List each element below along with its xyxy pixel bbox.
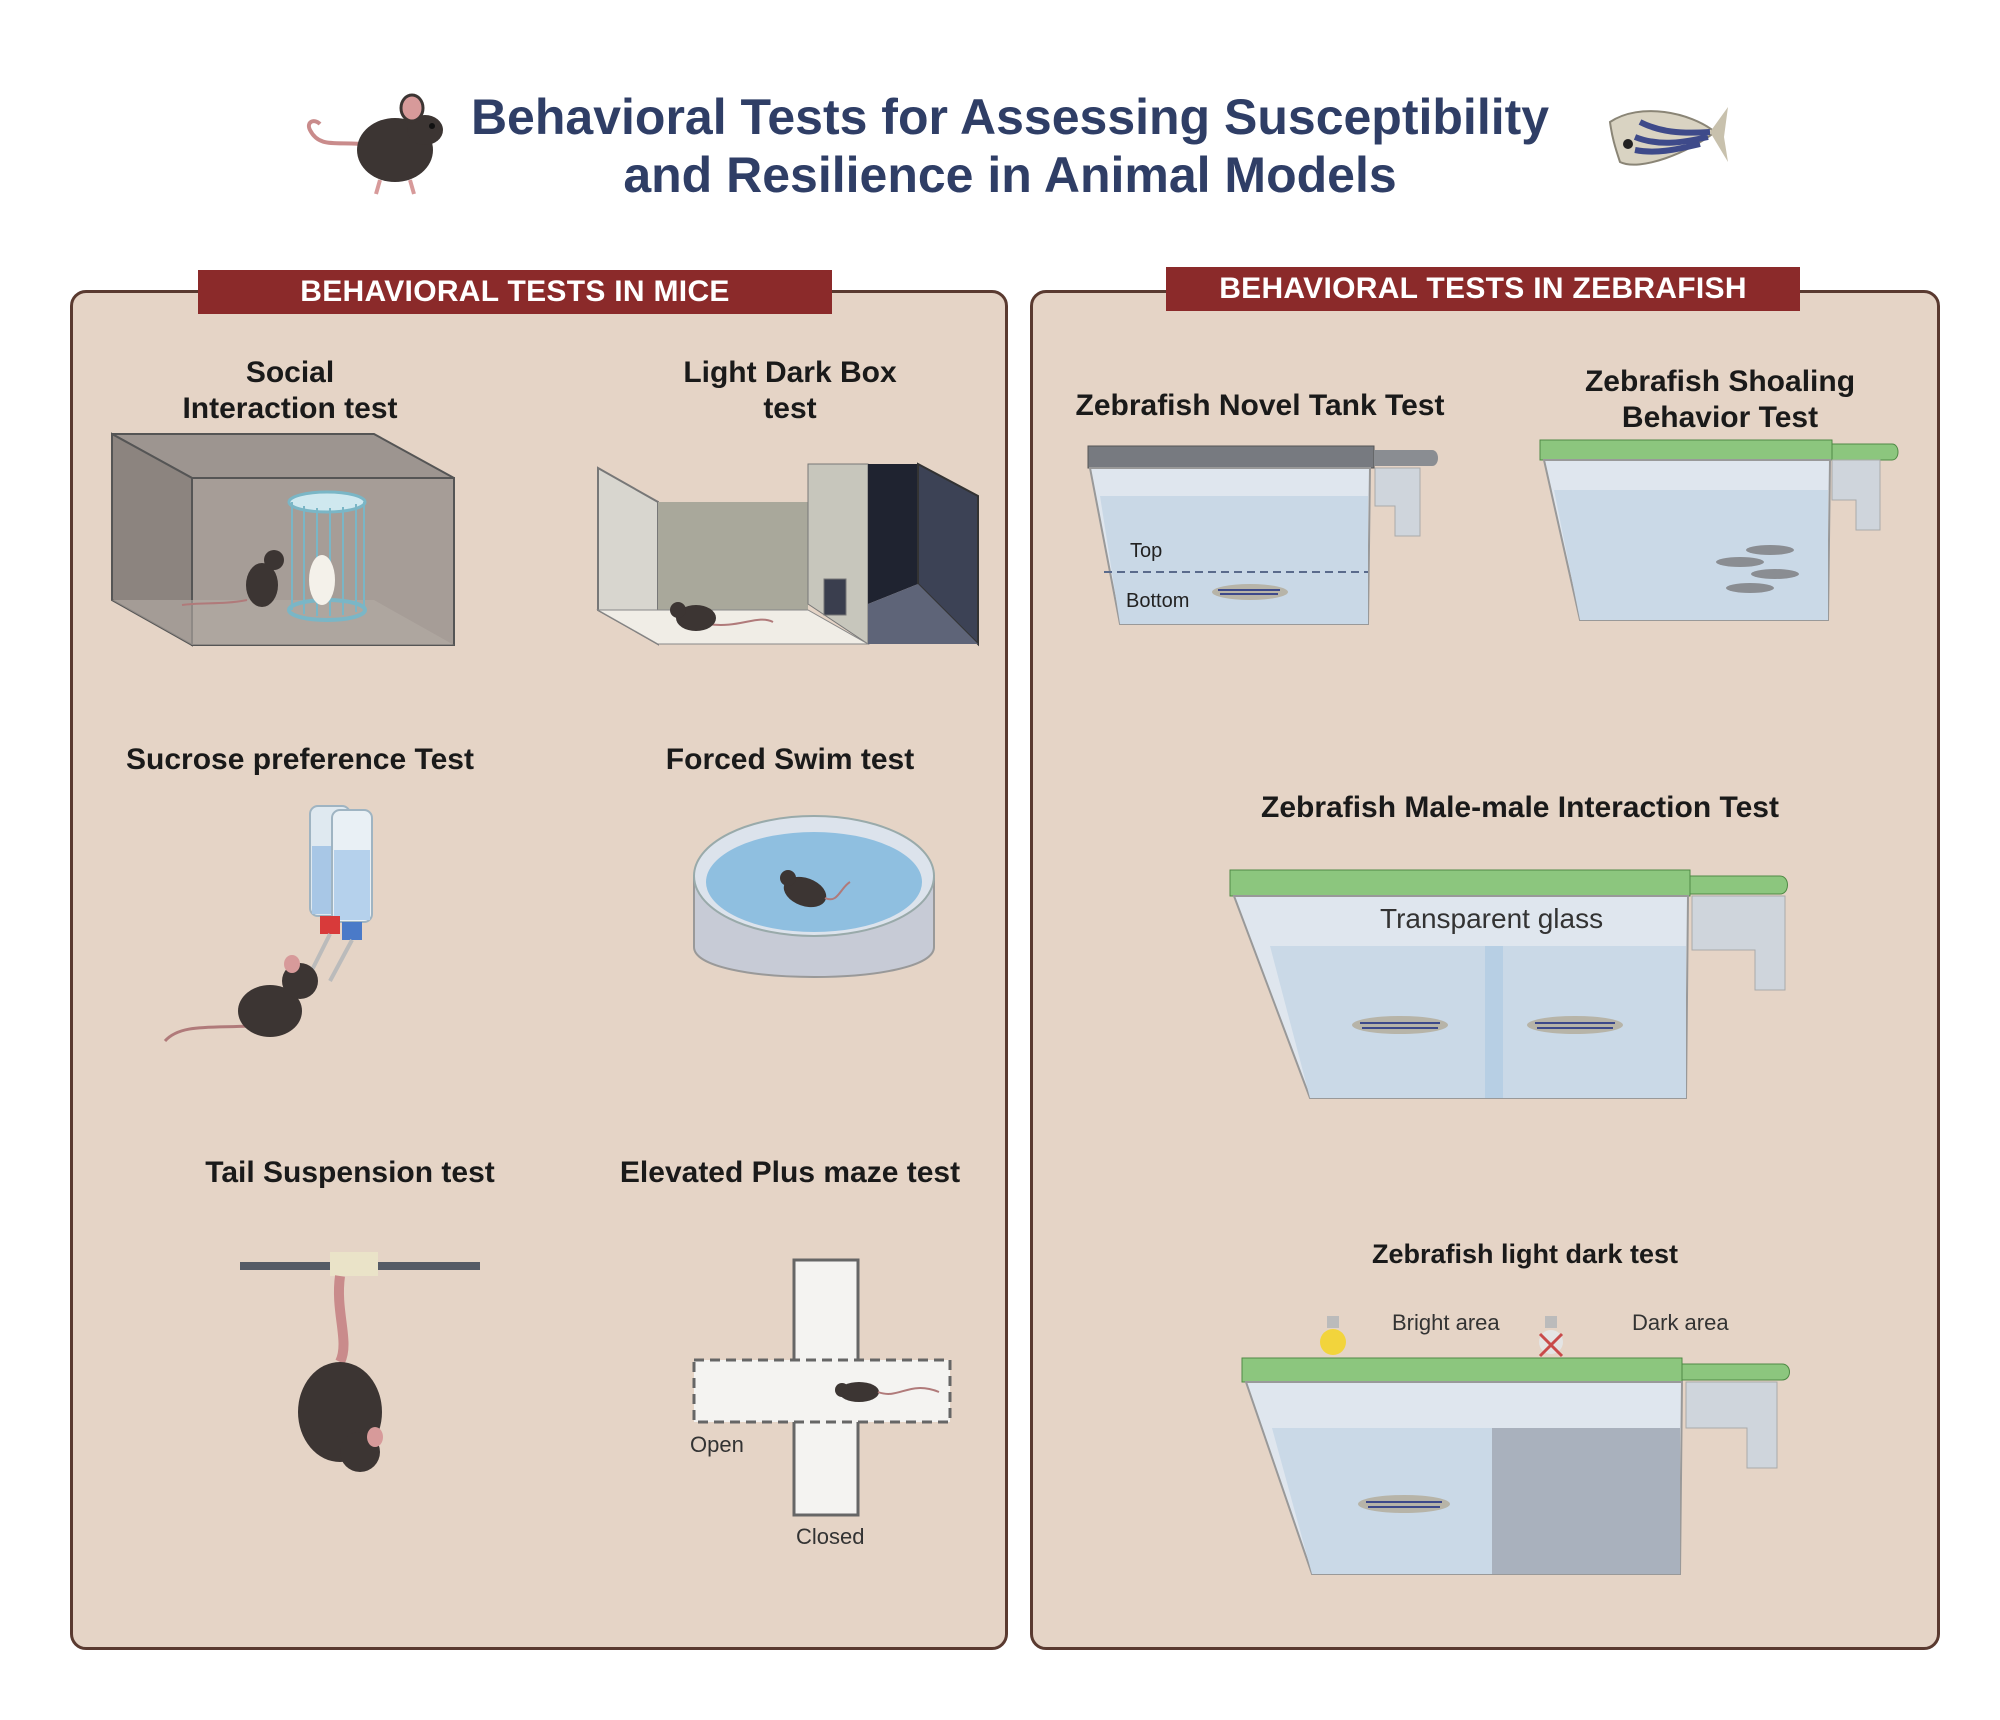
social-interaction-title: Social Interaction test bbox=[140, 355, 440, 427]
light-dark-box-title: Light Dark Box test bbox=[640, 355, 940, 427]
transparent-glass-label: Transparent glass bbox=[1380, 903, 1604, 934]
zebrafish-banner: BEHAVIORAL TESTS IN ZEBRAFISH bbox=[1166, 267, 1800, 311]
mice-banner: BEHAVIORAL TESTS IN MICE bbox=[198, 270, 832, 314]
mouse-icon bbox=[835, 1382, 940, 1402]
sucrose-bottles bbox=[163, 805, 373, 1043]
forced-swim-title: Forced Swim test bbox=[665, 743, 915, 776]
page-title: Behavioral Tests for Assessing Susceptib… bbox=[420, 88, 1600, 204]
light-off-icon bbox=[1538, 1316, 1564, 1358]
light-bulb-icon bbox=[1320, 1316, 1346, 1355]
zebrafish-icon bbox=[1358, 1495, 1450, 1513]
light-dark-line-2: test bbox=[763, 392, 817, 425]
light-dark-tank bbox=[1241, 1357, 1790, 1575]
male-male-tank bbox=[1229, 869, 1788, 1099]
novel-tank bbox=[1087, 445, 1438, 625]
shoaling-title: Zebrafish Shoaling Behavior Test bbox=[1500, 364, 1940, 436]
mouse-icon bbox=[780, 870, 851, 908]
mouse-icon bbox=[298, 1362, 383, 1472]
tail-suspension-title: Tail Suspension test bbox=[205, 1156, 495, 1189]
title-line-2: and Resilience in Animal Models bbox=[623, 147, 1397, 203]
social-line-2: Interaction test bbox=[182, 392, 398, 425]
bottom-zone-label: Bottom bbox=[1126, 590, 1190, 612]
plus-maze bbox=[692, 1258, 952, 1517]
closed-arm-label: Closed bbox=[796, 1524, 865, 1549]
sucrose-preference-title: Sucrose preference Test bbox=[126, 743, 474, 776]
shoaling-tank bbox=[1539, 439, 1899, 621]
shoaling-line-2: Behavior Test bbox=[1621, 401, 1819, 434]
mouse-icon bbox=[307, 93, 443, 195]
novel-tank-title: Zebrafish Novel Tank Test bbox=[1075, 389, 1445, 422]
shoaling-line-1: Zebrafish Shoaling bbox=[1584, 365, 1856, 398]
social-interaction-box bbox=[111, 432, 455, 647]
zebrafish-icon bbox=[1716, 545, 1799, 593]
mouse-icon bbox=[181, 550, 284, 607]
social-line-1: Social bbox=[245, 356, 335, 389]
zebrafish-icon bbox=[1608, 107, 1728, 166]
mouse-icon bbox=[670, 602, 774, 631]
swim-tank bbox=[693, 815, 935, 978]
wire-cage bbox=[287, 490, 367, 622]
title-line-1: Behavioral Tests for Assessing Susceptib… bbox=[470, 89, 1550, 145]
male-male-title: Zebrafish Male-male Interaction Test bbox=[1261, 791, 1779, 824]
mouse-icon bbox=[163, 955, 318, 1043]
zebrafish-icon bbox=[1527, 1016, 1623, 1034]
zebrafish-light-dark-title: Zebrafish light dark test bbox=[1371, 1239, 1679, 1269]
plus-maze-title: Elevated Plus maze test bbox=[619, 1156, 961, 1189]
open-arm-label: Open bbox=[690, 1432, 744, 1457]
tail-suspension-setup bbox=[240, 1252, 480, 1472]
bright-area-label: Bright area bbox=[1392, 1310, 1500, 1335]
dark-area-label: Dark area bbox=[1632, 1310, 1729, 1335]
light-dark-box bbox=[596, 462, 979, 647]
top-zone-label: Top bbox=[1130, 540, 1163, 562]
light-dark-line-1: Light Dark Box bbox=[683, 356, 897, 389]
zebrafish-icon bbox=[1352, 1016, 1448, 1034]
zebrafish-icon bbox=[1212, 584, 1288, 600]
